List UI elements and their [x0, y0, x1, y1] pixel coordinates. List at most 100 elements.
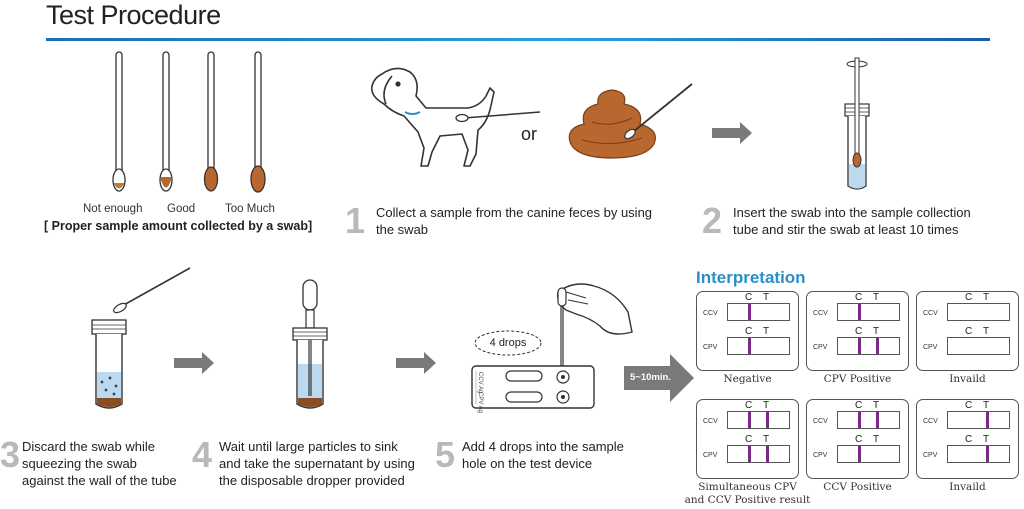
step-4-number: 4: [192, 434, 213, 475]
strip-line-c-label: C: [745, 292, 753, 303]
strip-line-c-label: C: [965, 400, 973, 411]
strip-line-c-label: C: [855, 434, 863, 445]
strip-line-c-label: C: [855, 326, 863, 337]
strip-line-t-label: T: [763, 400, 770, 411]
arrow-right-icon: [174, 352, 214, 374]
test-line: [876, 338, 879, 354]
swab-label-too-much: Too Much: [225, 203, 275, 215]
test-strip-window: [947, 303, 1010, 321]
strip-row-label: CPV: [703, 344, 718, 351]
test-line: [986, 446, 989, 462]
test-strip-window: [837, 337, 900, 355]
test-strip-window: [727, 337, 790, 355]
result-label: Invaild: [949, 373, 986, 385]
time-label: 5~10min.: [630, 372, 671, 383]
dog-swab: [455, 111, 541, 123]
result-label: CCV Positive: [823, 481, 892, 493]
result-label: Negative: [723, 373, 772, 385]
strip-line-c-label: C: [745, 400, 753, 411]
dog-illustration: [370, 67, 495, 167]
step-2-number: 2: [702, 200, 723, 241]
title-divider: [46, 38, 990, 41]
strip-row-label: CPV: [923, 344, 938, 351]
page-title: Test Procedure: [46, 0, 221, 30]
strip-row-label: CPV: [813, 344, 828, 351]
strip-line-c-label: C: [965, 434, 973, 445]
strip-row-label: CCV: [813, 418, 828, 425]
swab-label-not-enough: Not enough: [83, 203, 143, 215]
strip-line-c-label: C: [745, 434, 753, 445]
strip-line-t-label: T: [763, 326, 770, 337]
strip-line-c-label: C: [965, 292, 973, 303]
swab-too-much-2: [250, 51, 266, 193]
strip-line-t-label: T: [873, 434, 880, 445]
strip-line-t-label: T: [763, 292, 770, 303]
strip-line-t-label: T: [873, 400, 880, 411]
test-strip-window: [947, 411, 1010, 429]
test-device-illustration: [471, 283, 633, 409]
strip-line-c-label: C: [855, 292, 863, 303]
strip-line-t-label: T: [983, 292, 990, 303]
control-line: [858, 304, 861, 320]
strip-row-label: CCV: [703, 418, 718, 425]
tube-stir-illustration: [844, 57, 870, 190]
strip-line-t-label: T: [763, 434, 770, 445]
swab-label-good: Good: [167, 203, 196, 215]
device-label-ccv: CCV Ag: [477, 372, 483, 394]
control-line: [858, 412, 861, 428]
test-strip-window: [727, 445, 790, 463]
strip-line-c-label: C: [965, 326, 973, 337]
test-strip-window: [947, 445, 1010, 463]
test-strip-window: [947, 337, 1010, 355]
step-5-number: 5: [435, 434, 456, 475]
step-2-text: Insert the swab into the sample collecti…: [733, 205, 971, 237]
control-line: [858, 446, 861, 462]
step-4-text: Wait until large particles to sink and t…: [219, 439, 415, 488]
swab-too-much-1: [203, 51, 219, 192]
control-line: [858, 338, 861, 354]
strip-row-label: CCV: [923, 310, 938, 317]
test-strip-window: [837, 445, 900, 463]
strip-row-label: CCV: [923, 418, 938, 425]
swab-good: [159, 51, 173, 192]
strip-line-t-label: T: [873, 326, 880, 337]
test-strip-window: [727, 303, 790, 321]
test-line: [766, 446, 769, 462]
interpretation-title: Interpretation: [696, 268, 806, 287]
strip-line-t-label: T: [983, 326, 990, 337]
or-separator: or: [521, 124, 538, 144]
step-3-number: 3: [0, 434, 21, 475]
step-1-number: 1: [345, 200, 366, 241]
result-label: Invaild: [949, 481, 986, 493]
feces-illustration: [568, 83, 693, 159]
result-label: CPV Positive: [823, 373, 892, 385]
control-line: [748, 304, 751, 320]
control-line: [748, 412, 751, 428]
test-strip-window: [837, 303, 900, 321]
strip-row-label: CPV: [813, 452, 828, 459]
swab-not-enough: [112, 51, 126, 192]
strip-line-c-label: C: [745, 326, 753, 337]
step-3-text: Discard the swab while squeezing the swa…: [22, 439, 177, 488]
step-1-text: Collect a sample from the canine feces b…: [376, 205, 653, 237]
strip-row-label: CCV: [703, 310, 718, 317]
strip-line-t-label: T: [983, 434, 990, 445]
test-line: [876, 412, 879, 428]
control-line: [748, 338, 751, 354]
tube-discard-illustration: [91, 267, 191, 409]
strip-row-label: CCV: [813, 310, 828, 317]
strip-line-t-label: T: [873, 292, 880, 303]
swab-caption: [ Proper sample amount collected by a sw…: [44, 219, 313, 233]
test-strip-window: [727, 411, 790, 429]
tube-dropper-illustration: [292, 279, 328, 409]
time-arrow-icon: [624, 354, 694, 402]
device-label-cpv: CPV Ag: [477, 392, 483, 414]
strip-line-c-label: C: [855, 400, 863, 411]
drops-label: 4 drops: [489, 337, 527, 349]
